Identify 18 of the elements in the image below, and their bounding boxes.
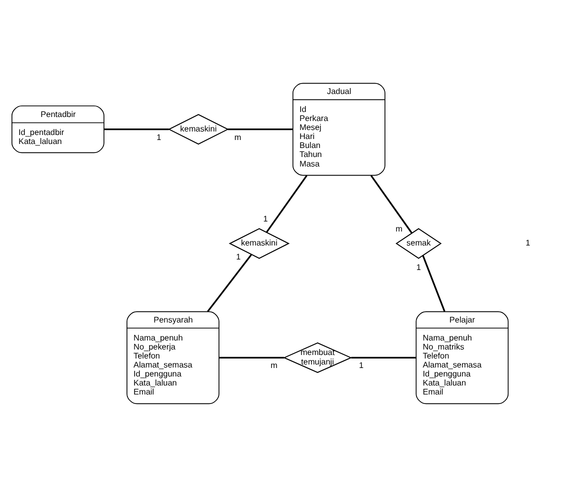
label: 1 xyxy=(526,238,530,248)
edge-label: 1 xyxy=(236,252,241,262)
edge-label: 1 xyxy=(263,214,268,223)
connector xyxy=(266,174,308,232)
connector xyxy=(228,128,293,130)
edge-label: 1 xyxy=(358,360,364,370)
node-diamond: membuat temujanji xyxy=(283,342,352,373)
edge-label: 1 xyxy=(416,262,421,272)
connector xyxy=(370,174,412,233)
connector xyxy=(351,356,416,358)
edge-label: m xyxy=(270,360,278,370)
connector xyxy=(219,356,284,358)
node-diamond: kemaskini xyxy=(168,113,229,144)
edge-label: 1 xyxy=(156,132,162,142)
connector xyxy=(104,128,169,130)
connector xyxy=(422,254,446,312)
connector xyxy=(207,254,252,312)
edge-label: m xyxy=(234,132,242,142)
